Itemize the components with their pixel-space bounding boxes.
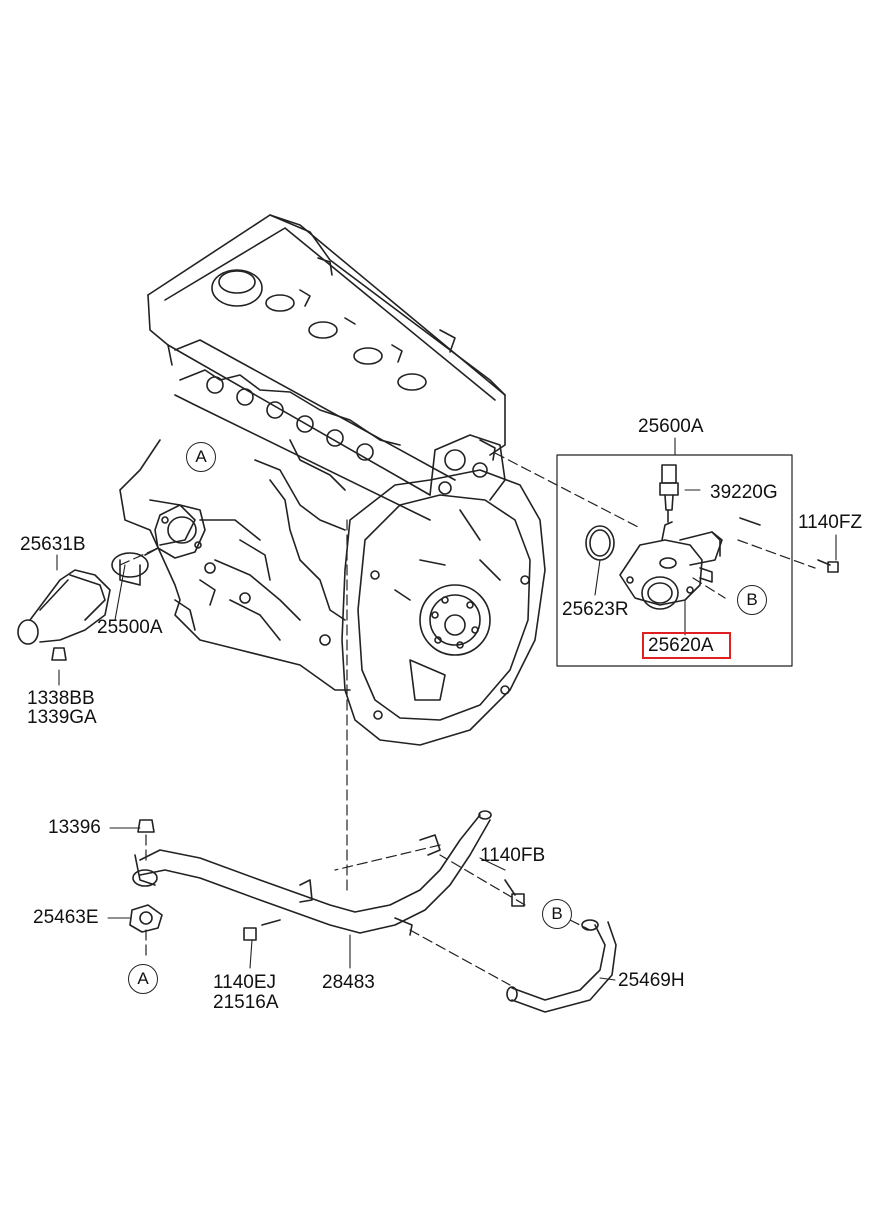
bolt-1140fb-drawing bbox=[504, 879, 525, 907]
label-25620a[interactable]: 25620A bbox=[648, 635, 714, 656]
temp-sensor-drawing bbox=[659, 464, 679, 523]
thermostat-drawing bbox=[111, 547, 159, 586]
nut-drawing bbox=[51, 647, 67, 661]
outlet-pipe-drawing bbox=[17, 569, 111, 645]
ref-b-fitting: B bbox=[737, 585, 767, 615]
label-25469h[interactable]: 25469H bbox=[618, 970, 685, 991]
ref-b-hose: B bbox=[542, 899, 572, 929]
label-13396[interactable]: 13396 bbox=[48, 817, 101, 838]
label-1140ej[interactable]: 1140EJ bbox=[213, 972, 277, 993]
water-pipe-28483-drawing bbox=[132, 810, 492, 936]
assembly-frame bbox=[556, 454, 793, 667]
label-39220g[interactable]: 39220G bbox=[710, 482, 778, 503]
label-28483[interactable]: 28483 bbox=[322, 972, 375, 993]
label-21516a[interactable]: 21516A bbox=[213, 992, 279, 1013]
label-1140fb[interactable]: 1140FB bbox=[480, 845, 546, 866]
nut-13396-drawing bbox=[137, 819, 155, 833]
ref-a-engine: A bbox=[186, 442, 216, 472]
label-25600a[interactable]: 25600A bbox=[638, 416, 704, 437]
highlight-frame bbox=[642, 632, 731, 659]
bolt-1140fz-drawing bbox=[817, 559, 839, 573]
water-outlet-fitting-drawing bbox=[619, 517, 761, 610]
label-25631b[interactable]: 25631B bbox=[20, 534, 86, 555]
label-1140fz[interactable]: 1140FZ bbox=[798, 512, 863, 533]
ref-a-gasket: A bbox=[128, 964, 158, 994]
label-25623r[interactable]: 25623R bbox=[562, 599, 629, 620]
gasket-25463e-drawing bbox=[129, 904, 163, 933]
label-1338bb[interactable]: 1338BB bbox=[27, 688, 95, 709]
label-25463e[interactable]: 25463E bbox=[33, 907, 99, 928]
label-25500a[interactable]: 25500A bbox=[97, 617, 163, 638]
gasket-drawing bbox=[585, 525, 615, 561]
hose-25469h-drawing bbox=[506, 919, 617, 1013]
label-1339ga[interactable]: 1339GA bbox=[27, 707, 97, 728]
engine-block bbox=[119, 214, 546, 746]
leader-lines bbox=[56, 437, 837, 981]
leader-dashed-lines bbox=[119, 452, 816, 986]
bolt-1140ej-drawing bbox=[243, 919, 281, 941]
